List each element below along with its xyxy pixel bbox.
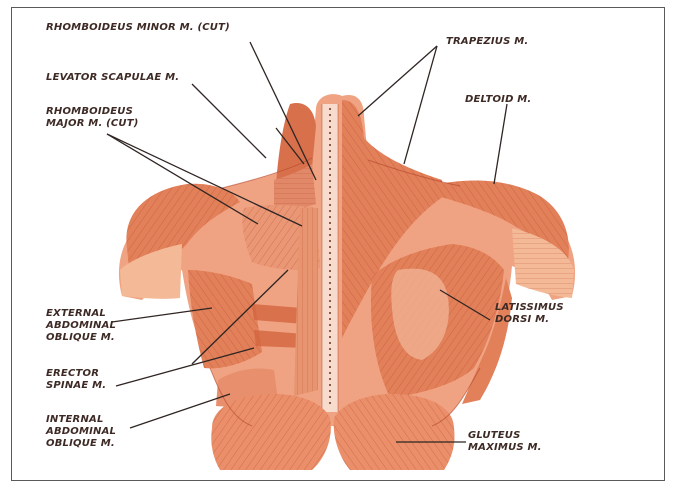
- label-rhomboideus-minor: RHOMBOIDEUS MINOR M. (CUT): [46, 22, 230, 34]
- leader-levator-scapulae: [192, 84, 266, 158]
- label-internal-oblique: INTERNAL ABDOMINAL OBLIQUE M.: [46, 414, 116, 450]
- label-rhomboideus-major: RHOMBOIDEUS MAJOR M. (CUT): [46, 106, 139, 130]
- label-deltoid: DELTOID M.: [465, 94, 531, 106]
- anatomy-figure: RHOMBOIDEUS MINOR M. (CUT) TRAPEZIUS M. …: [11, 7, 665, 481]
- gluteus-right-fibers: [334, 394, 455, 470]
- label-latissimus-dorsi: LATISSIMUS DORSI M.: [495, 302, 564, 326]
- leader-trapezius-a: [358, 46, 437, 116]
- label-levator-scapulae: LEVATOR SCAPULAE M.: [46, 72, 179, 84]
- label-trapezius: TRAPEZIUS M.: [446, 36, 528, 48]
- leader-trapezius-b: [404, 46, 437, 164]
- label-erector-spinae: ERECTOR SPINAE M.: [46, 368, 106, 392]
- label-external-oblique: EXTERNAL ABDOMINAL OBLIQUE M.: [46, 308, 116, 344]
- leader-deltoid: [494, 104, 507, 184]
- label-gluteus-maximus: GLUTEUS MAXIMUS M.: [468, 430, 542, 454]
- gluteus-left-fibers: [211, 394, 331, 470]
- external-oblique-left-fibers: [188, 270, 262, 368]
